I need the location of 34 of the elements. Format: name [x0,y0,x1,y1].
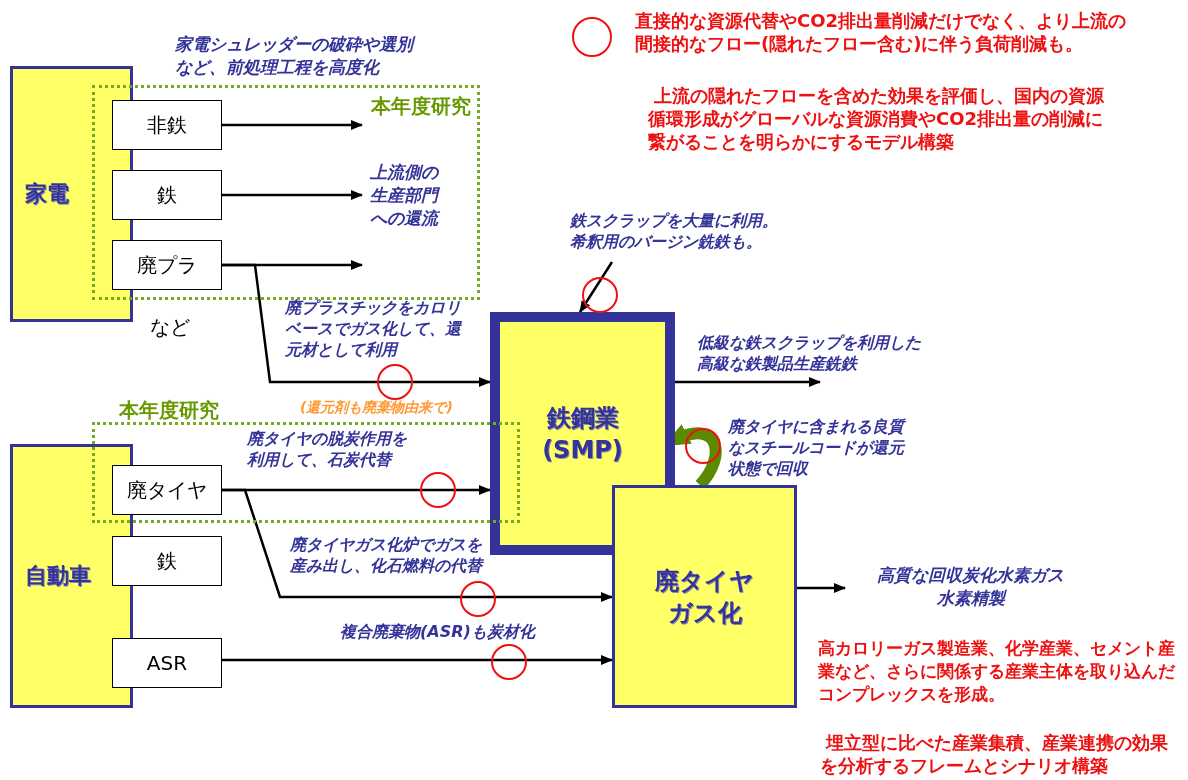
note-text: 埋立型に比べた産業集積、産業連携の効果を分析するフレームとシナリオ構築 [820,731,1169,777]
note-text: (還元剤も廃棄物由来で) [300,399,454,417]
note-text: 高カロリーガス製造業、化学産業、セメント産業など、さらに関係する産業主体を取り込んだコンプレックスを形成。 [818,637,1176,706]
note-text: 上流側の生産部門への還流 [362,118,462,273]
section-heading: 本年度研究 [119,397,219,424]
material-box: ASR [112,638,222,688]
arrow [222,120,363,130]
material-box: 廃プラ [112,240,222,290]
industry-box: 廃タイヤガス化 [612,485,797,708]
edge-label: 廃タイヤに含まれる良質なスチールコードが還元状態で回収 [728,416,908,479]
section-heading: 本年度研究 [371,93,471,120]
note-text: 上流の隠れたフローを含めた効果を評価し、国内の資源循環形成がグローバルな資源消費やCO2排出量の削減に繋がることを明らかにするモデル構築 [648,84,1105,153]
arrow [222,263,491,387]
arrow [675,377,821,387]
legend-text: 直接的な資源代替やCO2排出量削減だけでなく、より上流の間接的なフロー(隠れたフロー含む)に伴う負荷削減も。 [635,9,1128,55]
arrow [222,655,613,665]
note-text: 鉄スクラップを大量に利用。希釈用のバージン銑鉄も。 [570,210,782,262]
arrow [222,190,363,200]
note-text: 家電シュレッダーの破砕や選別など、前処理工程を高度化 [175,33,425,79]
edge-label: 廃タイヤガス化炉でガスを産み出し、化石燃料の代替 [290,534,485,576]
note-text: など [150,314,191,341]
study-area-frame [92,85,480,300]
edge-label: 低級な鉄スクラップを利用した高級な鉄製品生産銑鉄 [697,332,922,374]
industry-box: 鉄鋼業 (SMP) [490,312,675,555]
edge-label: 高質な回収炭化水素ガス水素精製 [876,564,1065,610]
material-box: 鉄 [112,170,222,220]
arrow [222,488,613,602]
edge-label: 廃プラスチックをカロリベースでガス化して、還元材として利用 [285,297,463,360]
edge-label: 廃タイヤの脱炭作用を利用して、石炭代替 [247,428,408,470]
material-box: 非鉄 [112,100,222,150]
material-box: 鉄 [112,536,222,586]
material-box: 廃タイヤ [112,465,222,515]
arrow [797,583,846,593]
edge-label: 複合廃棄物(ASR)も炭材化 [340,621,537,642]
